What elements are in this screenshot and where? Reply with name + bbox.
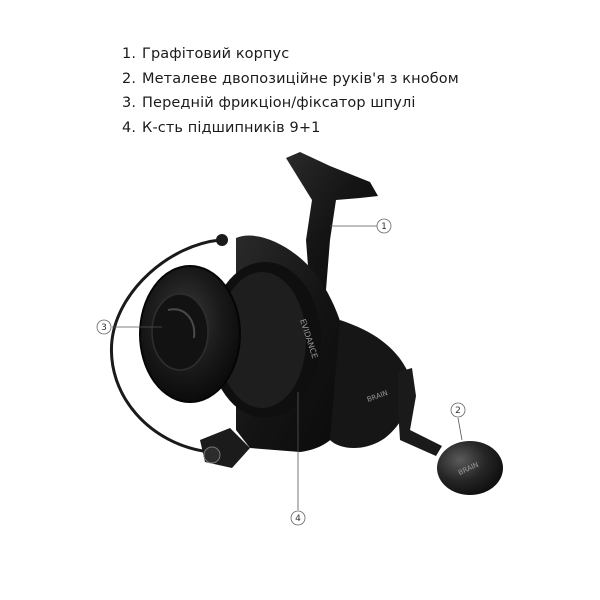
callout-line-2 [457,417,463,441]
bail-wire [109,238,221,454]
feature-number: 3. [122,95,137,111]
feature-number: 4. [122,119,137,136]
callout-3: 3 [96,319,112,335]
feature-text: Графітовий корпус [142,46,290,62]
feature-text: К-сть підшипників 9+1 [142,119,321,136]
front-drag-knob [151,293,209,371]
drag-knob-highlight [167,308,196,339]
gearbox-housing [330,320,411,448]
feature-item-3: 3. Передній фрикціон/фіксатор шпулі [122,91,459,116]
handle-arm [398,368,442,456]
callout-2-number: 2 [455,406,461,416]
feature-number: 2. [122,70,137,87]
callout-1-number: 1 [381,222,387,232]
line-roller [203,446,221,464]
feature-item-1: 1. Графітовий корпус [122,42,459,67]
spool-line [218,272,306,408]
feature-item-4: 4. К-сть підшипників 9+1 [122,116,459,141]
feature-number: 1. [122,46,137,62]
handle-knob [437,441,503,495]
bail-arm-joint [216,234,228,246]
callout-1: 1 [376,218,392,234]
feature-item-2: 2. Металеве двопозиційне руків'я з кнобом [122,67,459,92]
callout-4: 4 [290,510,306,526]
callout-2: 2 [450,402,466,418]
feature-text: Металеве двопозиційне руків'я з кнобом [142,70,459,87]
feature-list: 1. Графітовий корпус 2. Металеве двопозиці… [122,42,459,140]
callout-3-number: 3 [101,323,107,333]
reel-foot [286,152,378,292]
callout-4-number: 4 [295,514,301,524]
feature-text: Передній фрикціон/фіксатор шпулі [142,95,416,111]
